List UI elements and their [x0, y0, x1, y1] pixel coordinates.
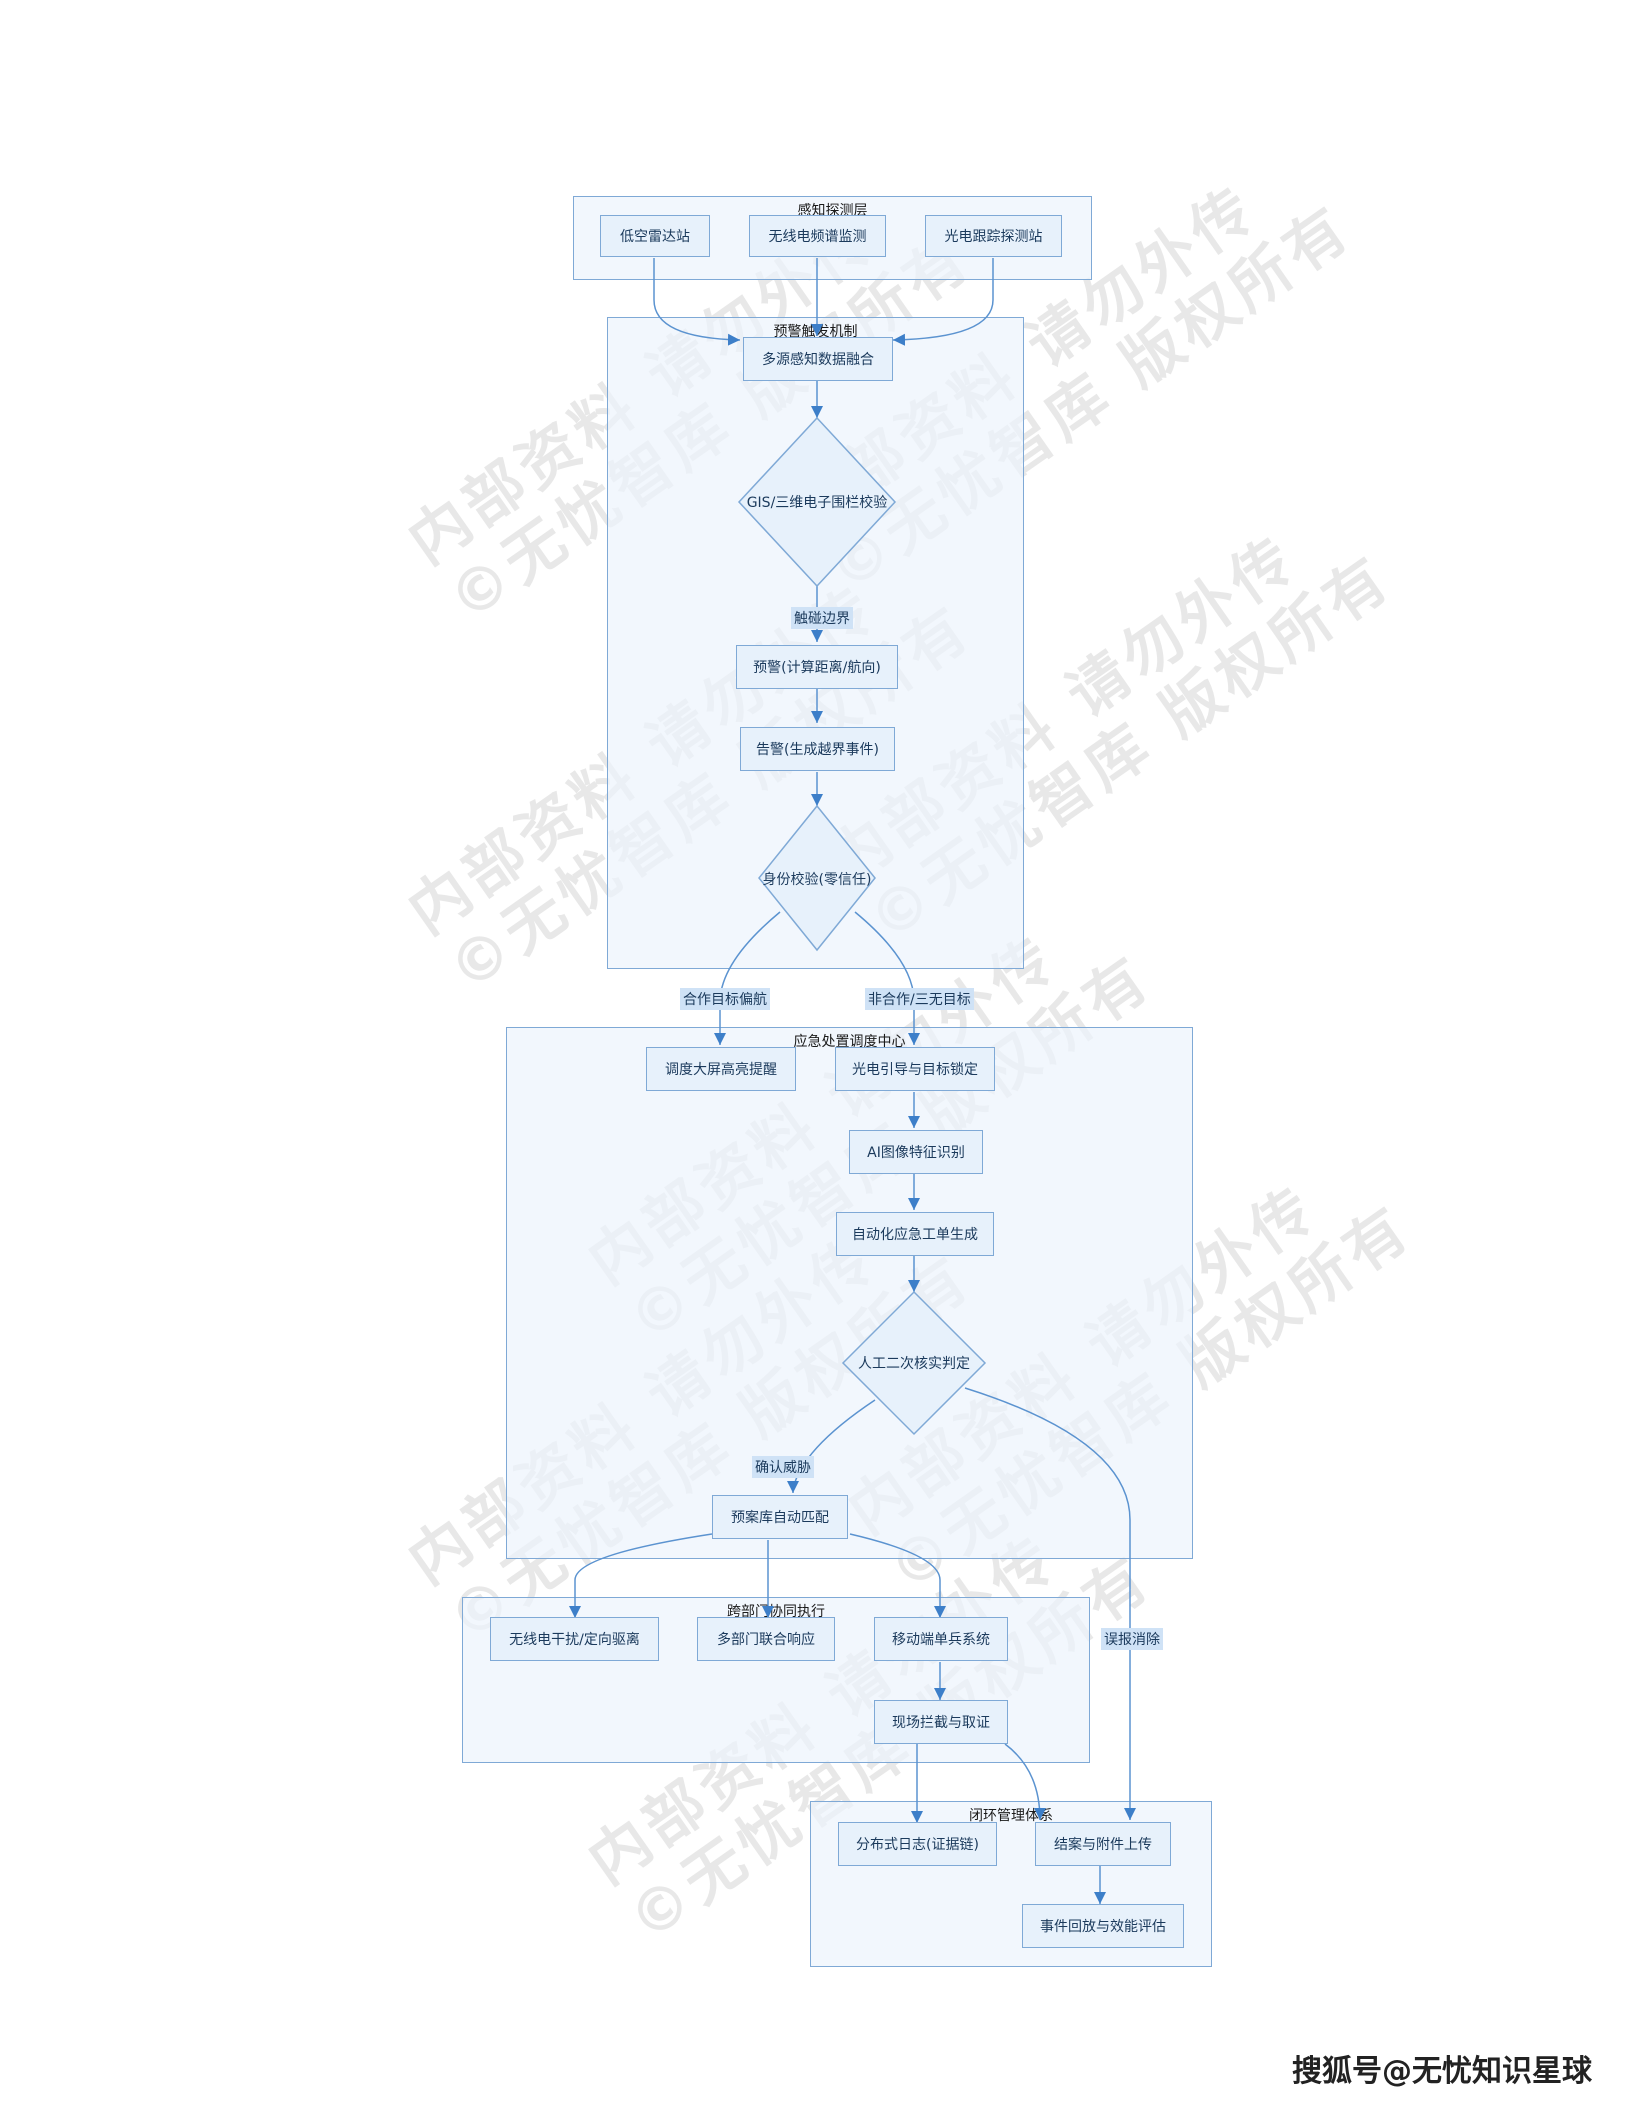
diamond-manual: [841, 1290, 987, 1436]
edge: [1004, 1743, 1046, 1821]
edge-label-confirm: 确认威胁: [752, 1456, 814, 1478]
edge: [892, 258, 994, 346]
group-title: 应急处置调度中心: [793, 1034, 906, 1050]
edge: [854, 911, 920, 1045]
node-jam[interactable]: 无线电干扰/定向驱离: [490, 1617, 659, 1661]
node-radar[interactable]: 低空雷达站: [600, 215, 710, 257]
edge: [653, 258, 741, 346]
node-eo[interactable]: 光电跟踪探测站: [925, 215, 1062, 257]
node-rf[interactable]: 无线电频谱监测: [749, 215, 886, 257]
node-eolock[interactable]: 光电引导与目标锁定: [835, 1047, 995, 1091]
node-multi[interactable]: 多部门联合响应: [697, 1617, 835, 1661]
node-plan[interactable]: 预案库自动匹配: [712, 1495, 848, 1539]
diamond-identity: [758, 804, 876, 952]
node-closecase[interactable]: 结案与附件上传: [1035, 1822, 1171, 1866]
node-manual[interactable]: 人工二次核实判定: [858, 1356, 970, 1372]
group-title: 闭环管理体系: [969, 1808, 1053, 1824]
credit-text: 搜狐号@无忧知识星球: [1292, 2054, 1592, 2089]
node-order[interactable]: 自动化应急工单生成: [836, 1212, 994, 1256]
node-ai[interactable]: AI图像特征识别: [849, 1130, 983, 1174]
node-identity[interactable]: 身份校验(零信任): [762, 872, 872, 888]
edge-label-coop: 合作目标偏航: [680, 988, 770, 1010]
edge: [964, 1387, 1136, 1820]
edge-label-falsealarm: 误报消除: [1101, 1628, 1163, 1650]
node-gis[interactable]: GIS/三维电子围栏校验: [746, 495, 888, 511]
node-prewarn[interactable]: 预警(计算距离/航向): [736, 645, 898, 689]
group-dispatch: 应急处置调度中心: [506, 1027, 1193, 1559]
node-alarm[interactable]: 告警(生成越界事件): [740, 727, 895, 771]
node-replay[interactable]: 事件回放与效能评估: [1022, 1904, 1184, 1948]
group-title: 跨部门协同执行: [727, 1604, 825, 1620]
edge: [714, 911, 781, 1045]
node-mobile[interactable]: 移动端单兵系统: [874, 1617, 1008, 1661]
edge-label-touch: 触碰边界: [791, 607, 853, 629]
node-log[interactable]: 分布式日志(证据链): [838, 1822, 997, 1866]
edge-label-noncoop: 非合作/三无目标: [865, 988, 974, 1010]
edge: [569, 1533, 713, 1618]
node-intercept[interactable]: 现场拦截与取证: [874, 1700, 1008, 1744]
edge: [849, 1533, 946, 1618]
edge: [787, 1399, 876, 1493]
node-fusion[interactable]: 多源感知数据融合: [743, 337, 893, 381]
node-screen[interactable]: 调度大屏高亮提醒: [646, 1047, 796, 1091]
diamond-gis: [737, 416, 897, 588]
